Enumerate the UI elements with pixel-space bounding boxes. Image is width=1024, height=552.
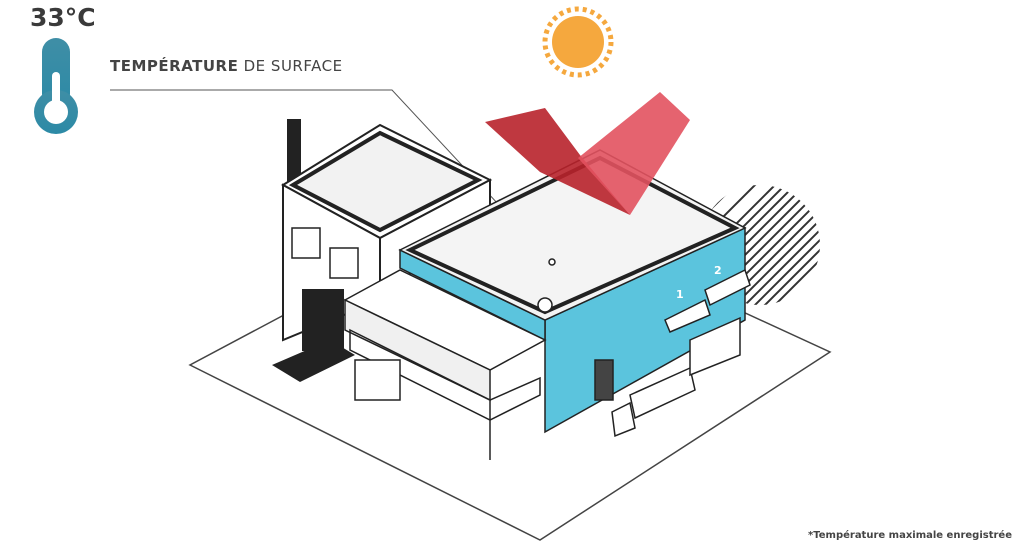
dock-number-1: 1 <box>676 288 684 301</box>
annex-building <box>343 269 547 460</box>
label-bold: TEMPÉRATURE <box>110 57 239 75</box>
truck <box>611 316 741 438</box>
sun-icon <box>542 6 614 78</box>
temperature-value: 33°C <box>30 3 96 32</box>
main-building <box>398 149 751 434</box>
sun-reflection-rays <box>485 92 690 215</box>
thermometer-icon <box>34 38 78 134</box>
surface-temperature-label: TEMPÉRATURE DE SURFACE <box>110 57 343 75</box>
footnote: *Température maximale enregistrée <box>808 530 1012 541</box>
label-rest: DE SURFACE <box>238 57 343 75</box>
dock-number-2: 2 <box>714 264 722 277</box>
